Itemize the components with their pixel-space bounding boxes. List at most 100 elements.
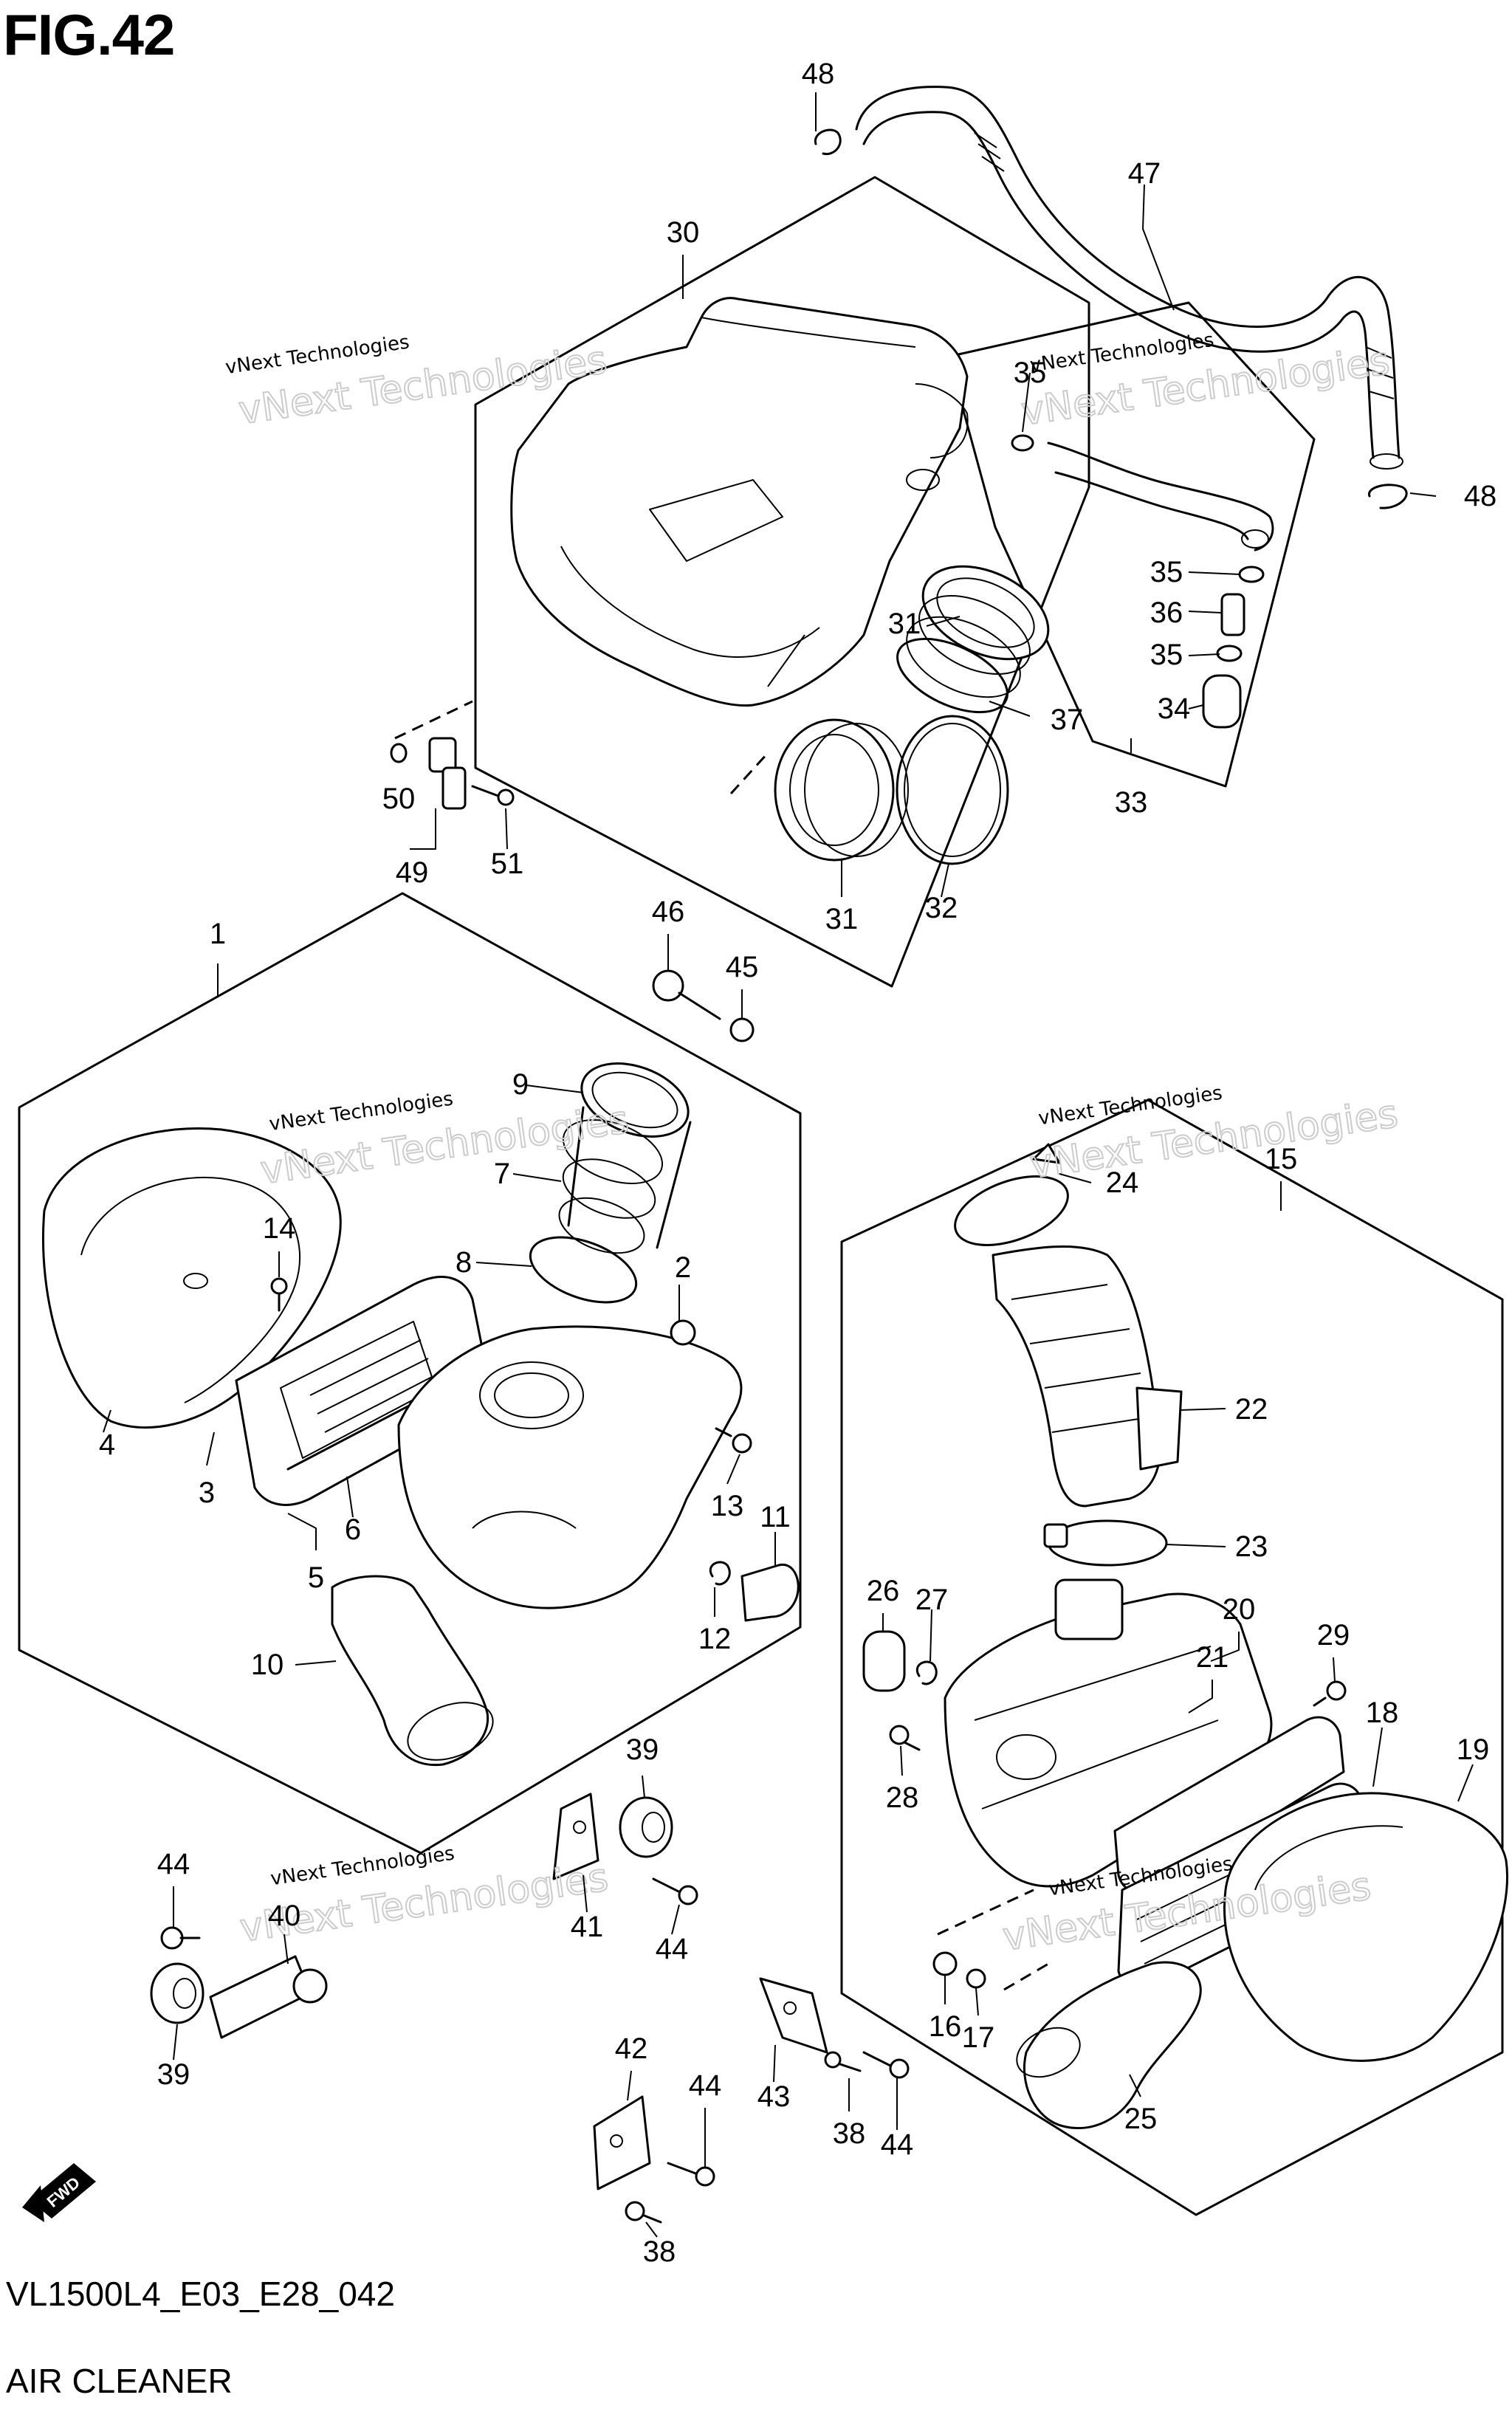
callout-50: 50: [382, 783, 416, 815]
callout-10: 10: [251, 1649, 284, 1681]
callout-34: 34: [1158, 692, 1191, 725]
clip-35-a: [1011, 434, 1034, 452]
callout-25: 25: [1124, 2103, 1158, 2135]
bolt-38-a: [625, 2201, 662, 2224]
callout-31-lower: 31: [825, 903, 859, 935]
damper-39-left: [150, 1962, 205, 2024]
clamp-23: [1043, 1519, 1168, 1567]
callout-7: 7: [494, 1158, 510, 1190]
callout-14: 14: [263, 1212, 296, 1245]
clip-35-b: [1238, 566, 1265, 583]
cleaner-cover-4: [41, 1127, 342, 1429]
callout-11: 11: [760, 1501, 791, 1533]
bracket-43: [759, 1977, 828, 2054]
leader-dash-49: [394, 700, 473, 740]
leader-dash-16: [937, 1888, 1034, 1936]
callout-38-a: 38: [833, 2117, 866, 2150]
bracket-42: [593, 2095, 651, 2190]
callout-45: 45: [726, 951, 759, 983]
washer-17: [966, 1968, 986, 1989]
damper-39-right: [619, 1796, 673, 1858]
callout-16: 16: [929, 2010, 962, 2043]
collar-2: [670, 1319, 696, 1346]
clamp-37: [896, 637, 1008, 714]
callout-28: 28: [886, 1781, 919, 1814]
drain-cap-11: [740, 1563, 800, 1622]
screw-14: [270, 1277, 288, 1312]
callout-26: 26: [867, 1575, 900, 1607]
callout-12: 12: [698, 1623, 732, 1655]
callout-36: 36: [1150, 597, 1183, 629]
callout-48-top: 48: [802, 58, 835, 90]
bolt-28: [889, 1725, 921, 1751]
duct-10: [331, 1575, 494, 1767]
callout-27: 27: [915, 1584, 949, 1616]
group-box-33: [947, 301, 1316, 788]
callout-44-d: 44: [881, 2128, 914, 2161]
callout-29: 29: [1317, 1619, 1350, 1652]
callout-32: 32: [925, 892, 958, 924]
callout-5: 5: [308, 1561, 324, 1594]
cleaner-case-2: [397, 1321, 743, 1609]
intake-joint-31-upper: [906, 565, 1050, 698]
callout-49: 49: [396, 856, 429, 889]
callout-48-right: 48: [1464, 480, 1497, 512]
nut-16: [932, 1951, 958, 1976]
bolt-44-b: [160, 1926, 201, 1950]
clip-35-c: [1216, 645, 1243, 662]
callout-35-b: 35: [1150, 556, 1183, 588]
callout-43: 43: [757, 2080, 791, 2113]
callout-41: 41: [571, 1911, 604, 1943]
callout-3: 3: [199, 1477, 215, 1509]
callout-30: 30: [667, 216, 700, 249]
callout-39-right: 39: [626, 1733, 659, 1766]
nut-45: [729, 1017, 755, 1042]
group-box-15: [840, 1099, 1504, 2216]
breather-hose: [855, 86, 1403, 470]
callout-leaders: [103, 92, 1474, 2238]
clamp-24: [954, 1143, 1069, 1246]
air-box-cover: [510, 297, 969, 707]
intake-hose-22: [992, 1245, 1183, 1508]
callout-1: 1: [210, 918, 226, 950]
hose-clip-48-top: [814, 128, 842, 156]
callout-labels: 1 2 3 4 5 6 7 8 9 10 11 12 13 14 15 16 1…: [99, 58, 1496, 2268]
leader-dash-17: [1003, 1962, 1049, 1991]
callout-44-b: 44: [656, 1933, 689, 1965]
bracket-40: [209, 1955, 328, 2039]
bolt-29: [1313, 1680, 1347, 1707]
model-code: VL1500L4_E03_E28_042: [6, 2275, 395, 2313]
funnel-7: [558, 1119, 664, 1254]
figure-title: FIG.42: [3, 2, 175, 67]
callout-4: 4: [99, 1429, 115, 1461]
section-name: AIR CLEANER: [6, 2362, 233, 2400]
cleaner-cover-19: [1223, 1792, 1508, 2062]
callout-2: 2: [675, 1251, 691, 1284]
clip-12: [709, 1561, 731, 1586]
callout-44-c: 44: [689, 2069, 722, 2102]
bolt-38-b: [824, 2051, 862, 2072]
callout-17: 17: [962, 2021, 995, 2054]
callout-19: 19: [1457, 1733, 1490, 1766]
clamp-32: [896, 715, 1009, 865]
intake-joint-31-lower: [774, 718, 909, 862]
hose-clip-48-right: [1368, 484, 1408, 509]
callout-13: 13: [711, 1490, 744, 1522]
callout-42: 42: [615, 2032, 648, 2065]
callout-9: 9: [512, 1068, 529, 1101]
callout-39-left: 39: [157, 2058, 190, 2091]
fitting-49: [390, 737, 467, 810]
bracket-41: [552, 1793, 599, 1880]
clip-27: [916, 1660, 938, 1685]
group-box-1: [18, 892, 802, 1855]
callout-6: 6: [345, 1513, 361, 1546]
callout-18: 18: [1366, 1697, 1399, 1729]
callout-47: 47: [1128, 157, 1161, 190]
callout-24: 24: [1106, 1166, 1139, 1199]
bolt-44-a: [652, 1877, 698, 1905]
fwd-arrow-icon: FWD: [22, 2163, 96, 2222]
callout-44-a: 44: [157, 1848, 190, 1880]
leader-31-box: [767, 634, 805, 687]
watermark-2: vNext Technologies vNext Technologies: [1018, 329, 1393, 436]
